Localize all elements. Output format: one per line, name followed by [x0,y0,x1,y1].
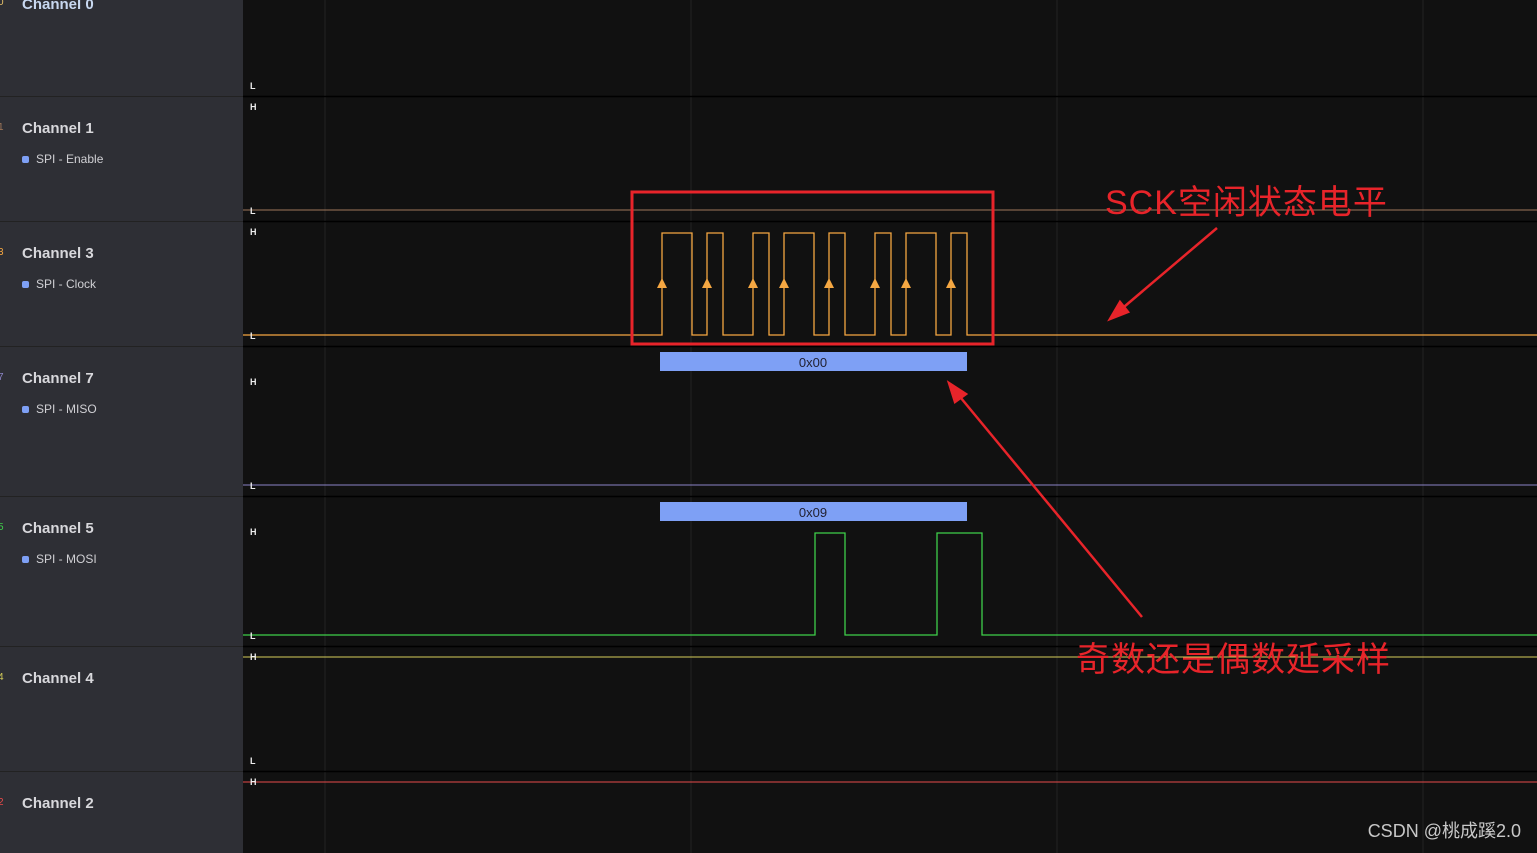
channel-number: 4 [0,672,4,683]
channel-row-3[interactable]: 3 Channel 3 SPI - Clock [0,222,243,347]
svg-text:H: H [250,377,257,387]
analyzer-dot-icon [22,280,29,288]
svg-text:H: H [250,777,257,787]
channel-row-4[interactable]: 4 Channel 4 [0,647,243,772]
channel-number: 1 [0,122,4,133]
miso-decode-bubble[interactable] [660,352,967,371]
channel-number: 5 [0,522,4,533]
svg-text:L: L [250,481,256,491]
highlight-box [630,190,995,346]
annotation-sampling-edge: 奇数还是偶数延采样 [1076,641,1391,679]
clock-signal [243,232,1537,336]
channel-sidebar: 0 Channel 0 1 Channel 1 SPI - Enable 3 C… [0,0,243,853]
annotation-arrows [946,227,1218,618]
channel-row-7[interactable]: 7 Channel 7 SPI - MISO [0,347,243,497]
channel-number: 0 [0,0,4,8]
svg-text:H: H [250,527,257,537]
channel-name: Channel 1 [22,120,94,137]
mosi-decode-value: 0x09 [799,505,827,520]
rising-edge-marker [870,278,880,288]
analyzer-dot-icon [22,555,29,563]
analyzer-label[interactable]: SPI - Enable [22,152,103,166]
svg-text:L: L [250,331,256,341]
channel-row-2[interactable]: 2 Channel 2 [0,772,243,853]
rising-edge-marker [946,278,956,288]
channel-number: 2 [0,797,4,808]
channel-number: 7 [0,372,4,383]
channel-number: 3 [0,247,4,258]
watermark: CSDN @桃成蹊2.0 [1367,821,1521,841]
level-labels: L H L H L H L H L H L H [250,81,257,787]
rising-edge-marker [702,278,712,288]
mosi-decode-bubble[interactable] [660,502,967,521]
annotation-idle-level: SCK空闲状态电平 [1105,184,1388,222]
analyzer-label[interactable]: SPI - MOSI [22,552,97,566]
rising-edge-marker [824,278,834,288]
analyzer-name: SPI - MISO [36,402,97,416]
svg-text:L: L [250,81,256,91]
svg-text:H: H [250,227,257,237]
rising-edge-marker [779,278,789,288]
svg-text:L: L [250,631,256,641]
svg-text:L: L [250,206,256,216]
channel-row-1[interactable]: 1 Channel 1 SPI - Enable [0,97,243,222]
svg-text:H: H [250,652,257,662]
analyzer-dot-icon [22,155,29,163]
channel-name: Channel 5 [22,520,94,537]
rising-edge-marker [657,278,667,288]
analyzer-name: SPI - Enable [36,152,104,166]
svg-text:H: H [250,102,257,112]
miso-decode-value: 0x00 [799,355,827,370]
mosi-signal [243,532,1537,636]
channel-name: Channel 3 [22,245,94,262]
analyzer-name: SPI - Clock [36,277,97,291]
channel-name: Channel 7 [22,370,94,387]
analyzer-name: SPI - MOSI [36,552,97,566]
analyzer-label[interactable]: SPI - MISO [22,402,97,416]
analyzer-dot-icon [22,405,29,413]
svg-text:L: L [250,756,256,766]
channel-name: Channel 0 [22,0,94,13]
channel-name: Channel 4 [22,670,94,687]
rising-edge-marker [901,278,911,288]
analyzer-label[interactable]: SPI - Clock [22,277,96,291]
rising-edge-marker [748,278,758,288]
channel-row-5[interactable]: 5 Channel 5 SPI - MOSI [0,497,243,647]
channel-name: Channel 2 [22,795,94,812]
channel-row-0[interactable]: 0 Channel 0 [0,0,243,97]
